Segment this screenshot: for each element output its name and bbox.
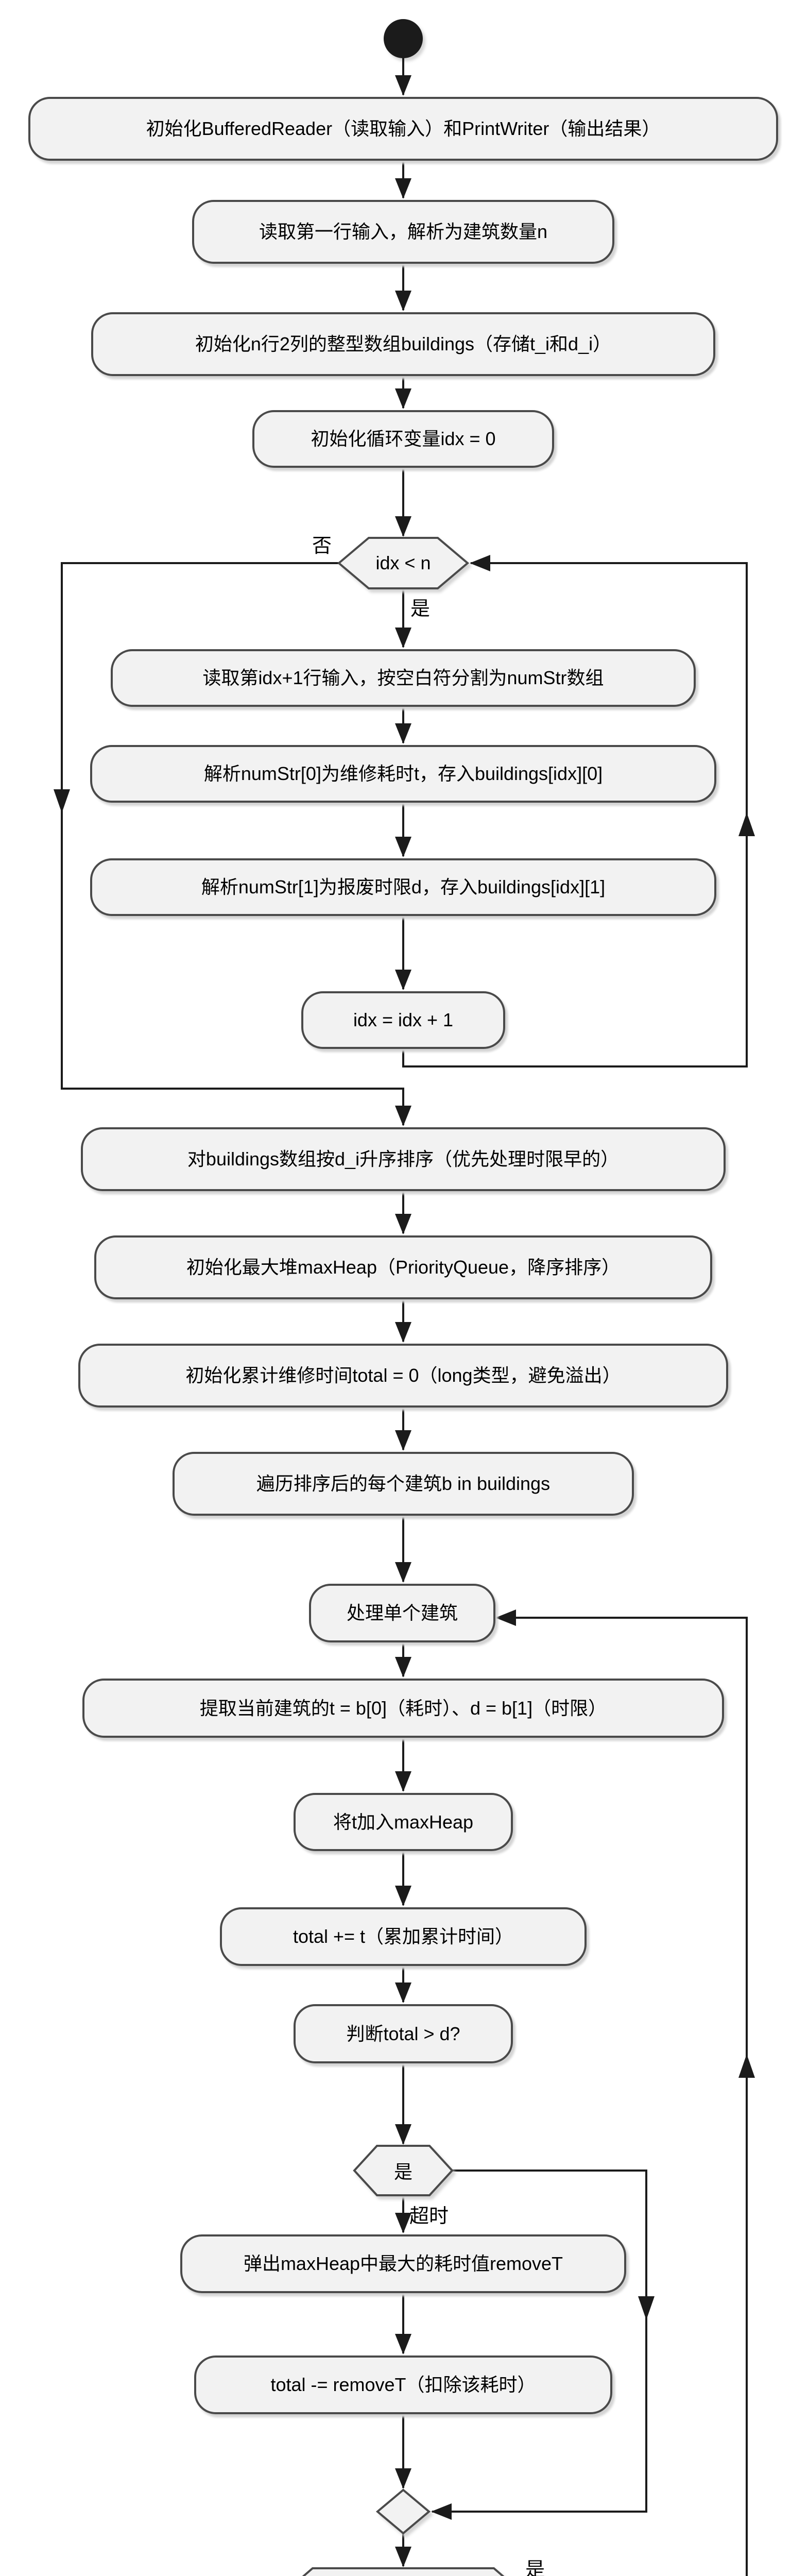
edge-label-idx-no: 否 bbox=[312, 535, 332, 557]
edge-cond-no bbox=[61, 562, 411, 1126]
activity-init-idx: 初始化循环变量idx = 0 bbox=[252, 410, 554, 468]
edge-label-idx-yes: 是 bbox=[410, 598, 431, 620]
activity-pop-heap: 弹出maxHeap中最大的耗时值removeT bbox=[180, 2234, 626, 2293]
activity-init-total: 初始化累计维修时间total = 0（long类型，避免溢出） bbox=[78, 1344, 728, 1408]
start-node-icon bbox=[384, 19, 423, 58]
decision-more-label: 还有未处理的建筑 bbox=[286, 2568, 521, 2576]
activity-parse-t: 解析numStr[0]为维修耗时t，存入buildings[idx][0] bbox=[90, 745, 716, 803]
arrowhead-loopback-up bbox=[738, 812, 755, 836]
activity-extract: 提取当前建筑的t = b[0]（耗时）、d = b[1]（时限） bbox=[82, 1679, 724, 1738]
activity-inc-idx: idx = idx + 1 bbox=[301, 991, 505, 1049]
edge-label-timeout: 超时 bbox=[409, 2206, 449, 2227]
activity-read-first-line: 读取第一行输入，解析为建筑数量n bbox=[192, 200, 614, 264]
activity-init-array: 初始化n行2列的整型数组buildings（存储t_i和d_i） bbox=[91, 312, 715, 376]
decision-more-hexagon bbox=[302, 2567, 505, 2576]
arrowhead-bypass-down bbox=[638, 2296, 655, 2320]
activity-init-io: 初始化BufferedReader（读取输入）和PrintWriter（输出结果… bbox=[28, 97, 778, 161]
activity-heap-add: 将t加入maxHeap bbox=[294, 1793, 513, 1851]
activity-total-sub: total -= removeT（扣除该耗时） bbox=[194, 2355, 612, 2414]
activity-check-total: 判断total > d? bbox=[294, 2004, 513, 2063]
edge-repeat-loop bbox=[495, 1609, 748, 2576]
arrowhead-no-down bbox=[54, 789, 70, 813]
edge-loopback-idx bbox=[402, 555, 748, 1067]
activity-process-one: 处理单个建筑 bbox=[309, 1584, 495, 1642]
arrowhead-repeat-up bbox=[738, 2054, 755, 2078]
activity-sort-buildings: 对buildings数组按d_i升序排序（优先处理时限早的） bbox=[81, 1127, 726, 1191]
decision-yes-label: 是 bbox=[393, 2161, 412, 2182]
decision-idx-label: idx < n bbox=[375, 552, 431, 573]
edge-bypass bbox=[431, 2170, 647, 2520]
decision-yes-hexagon bbox=[353, 2145, 454, 2196]
activity-parse-d: 解析numStr[1]为报废时限d，存入buildings[idx][1] bbox=[90, 858, 716, 916]
merge-diamond bbox=[375, 2488, 431, 2535]
activity-total-add: total += t（累加累计时间） bbox=[220, 1907, 587, 1966]
activity-read-line: 读取第idx+1行输入，按空白符分割为numStr数组 bbox=[111, 649, 696, 707]
decision-idx-hexagon bbox=[337, 537, 470, 589]
activity-init-heap: 初始化最大堆maxHeap（PriorityQueue，降序排序） bbox=[94, 1235, 712, 1299]
activity-iterate: 遍历排序后的每个建筑b in buildings bbox=[173, 1452, 634, 1516]
edge-label-more-yes: 是 bbox=[525, 2559, 545, 2576]
